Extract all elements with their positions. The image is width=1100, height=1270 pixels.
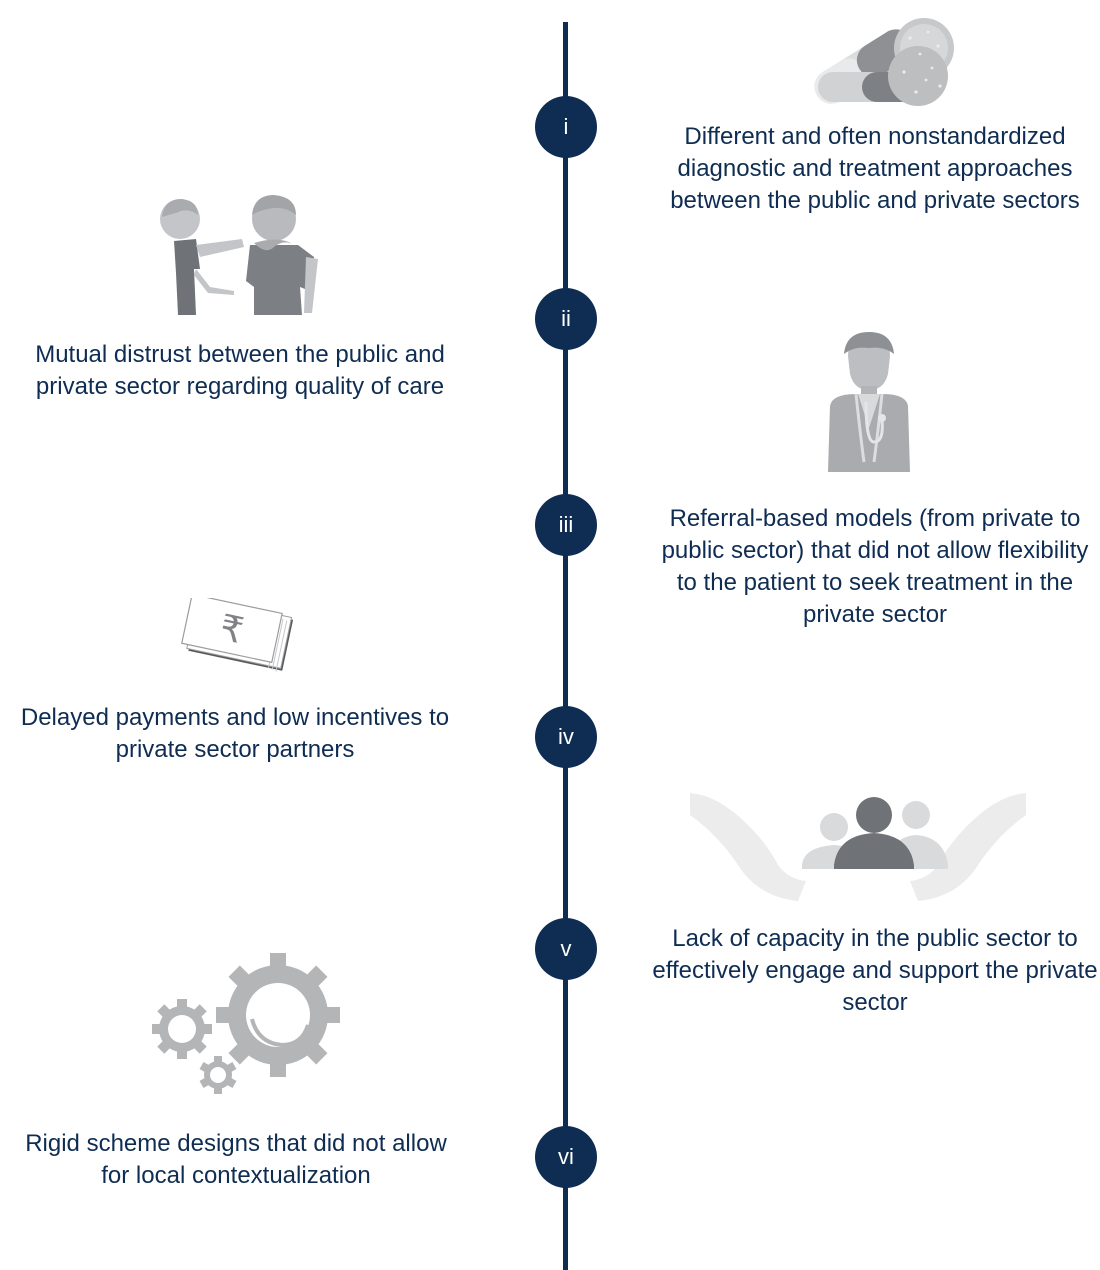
- timeline-node-i: i: [535, 96, 597, 158]
- caption-iv: Delayed payments and low incentives to p…: [20, 704, 450, 763]
- caption-vi: Rigid scheme designs that did not allow …: [25, 1130, 447, 1189]
- timeline-node-v: v: [535, 918, 597, 980]
- gears-icon: [146, 945, 346, 1100]
- timeline-node-vi: vi: [535, 1126, 597, 1188]
- timeline-node-iii: iii: [535, 494, 597, 556]
- people-icon: [150, 195, 320, 325]
- timeline-line: [563, 22, 568, 1270]
- pills-icon: [800, 10, 960, 115]
- support-icon: [688, 785, 1028, 910]
- caption-iii: Referral-based models (from private to p…: [661, 505, 1089, 628]
- money-icon: ₹: [174, 593, 294, 683]
- caption-v: Lack of capacity in the public sector to…: [652, 925, 1098, 1016]
- timeline-node-ii: ii: [535, 288, 597, 350]
- timeline-node-iv: iv: [535, 706, 597, 768]
- doctor-icon: [826, 332, 912, 477]
- caption-ii: Mutual distrust between the public and p…: [35, 341, 445, 400]
- caption-i: Different and often nonstandardized diag…: [670, 123, 1080, 214]
